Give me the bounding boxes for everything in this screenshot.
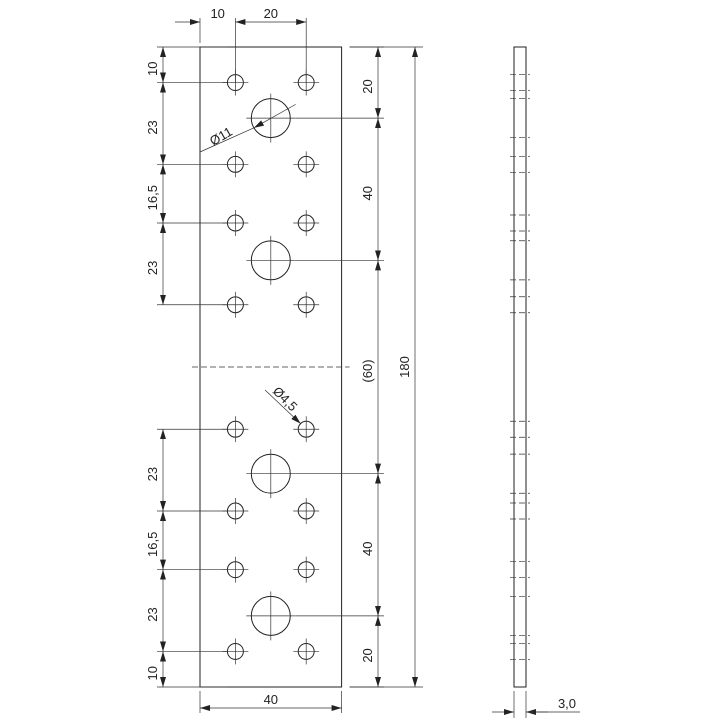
dim-label: 23: [145, 467, 160, 481]
dim-label: 10: [210, 6, 224, 21]
dim-label: 10: [145, 666, 160, 680]
dim-label: 10: [145, 62, 160, 76]
dim-label: 20: [360, 648, 375, 662]
dim-label: 20: [360, 79, 375, 93]
dim-label: 20: [264, 6, 278, 21]
side-view-outline: [513, 46, 527, 688]
dim-label: 23: [145, 261, 160, 275]
diameter-leader: [199, 127, 255, 153]
dim-label: 16,5: [145, 185, 160, 210]
dim-label: 23: [145, 120, 160, 134]
thickness-label: 3,0: [558, 696, 576, 711]
dim-label: (60): [360, 359, 375, 382]
dim-label: 40: [360, 542, 375, 556]
large-hole-diameter-label: Ø11: [207, 124, 235, 149]
dim-label: 16,5: [145, 532, 160, 557]
diameter-leader: [253, 104, 296, 129]
dim-label: 23: [145, 607, 160, 621]
dim-label: 40: [360, 186, 375, 200]
dim-label: 40: [264, 692, 278, 707]
dim-label: 180: [397, 356, 412, 378]
diameter-leader: [264, 389, 301, 424]
